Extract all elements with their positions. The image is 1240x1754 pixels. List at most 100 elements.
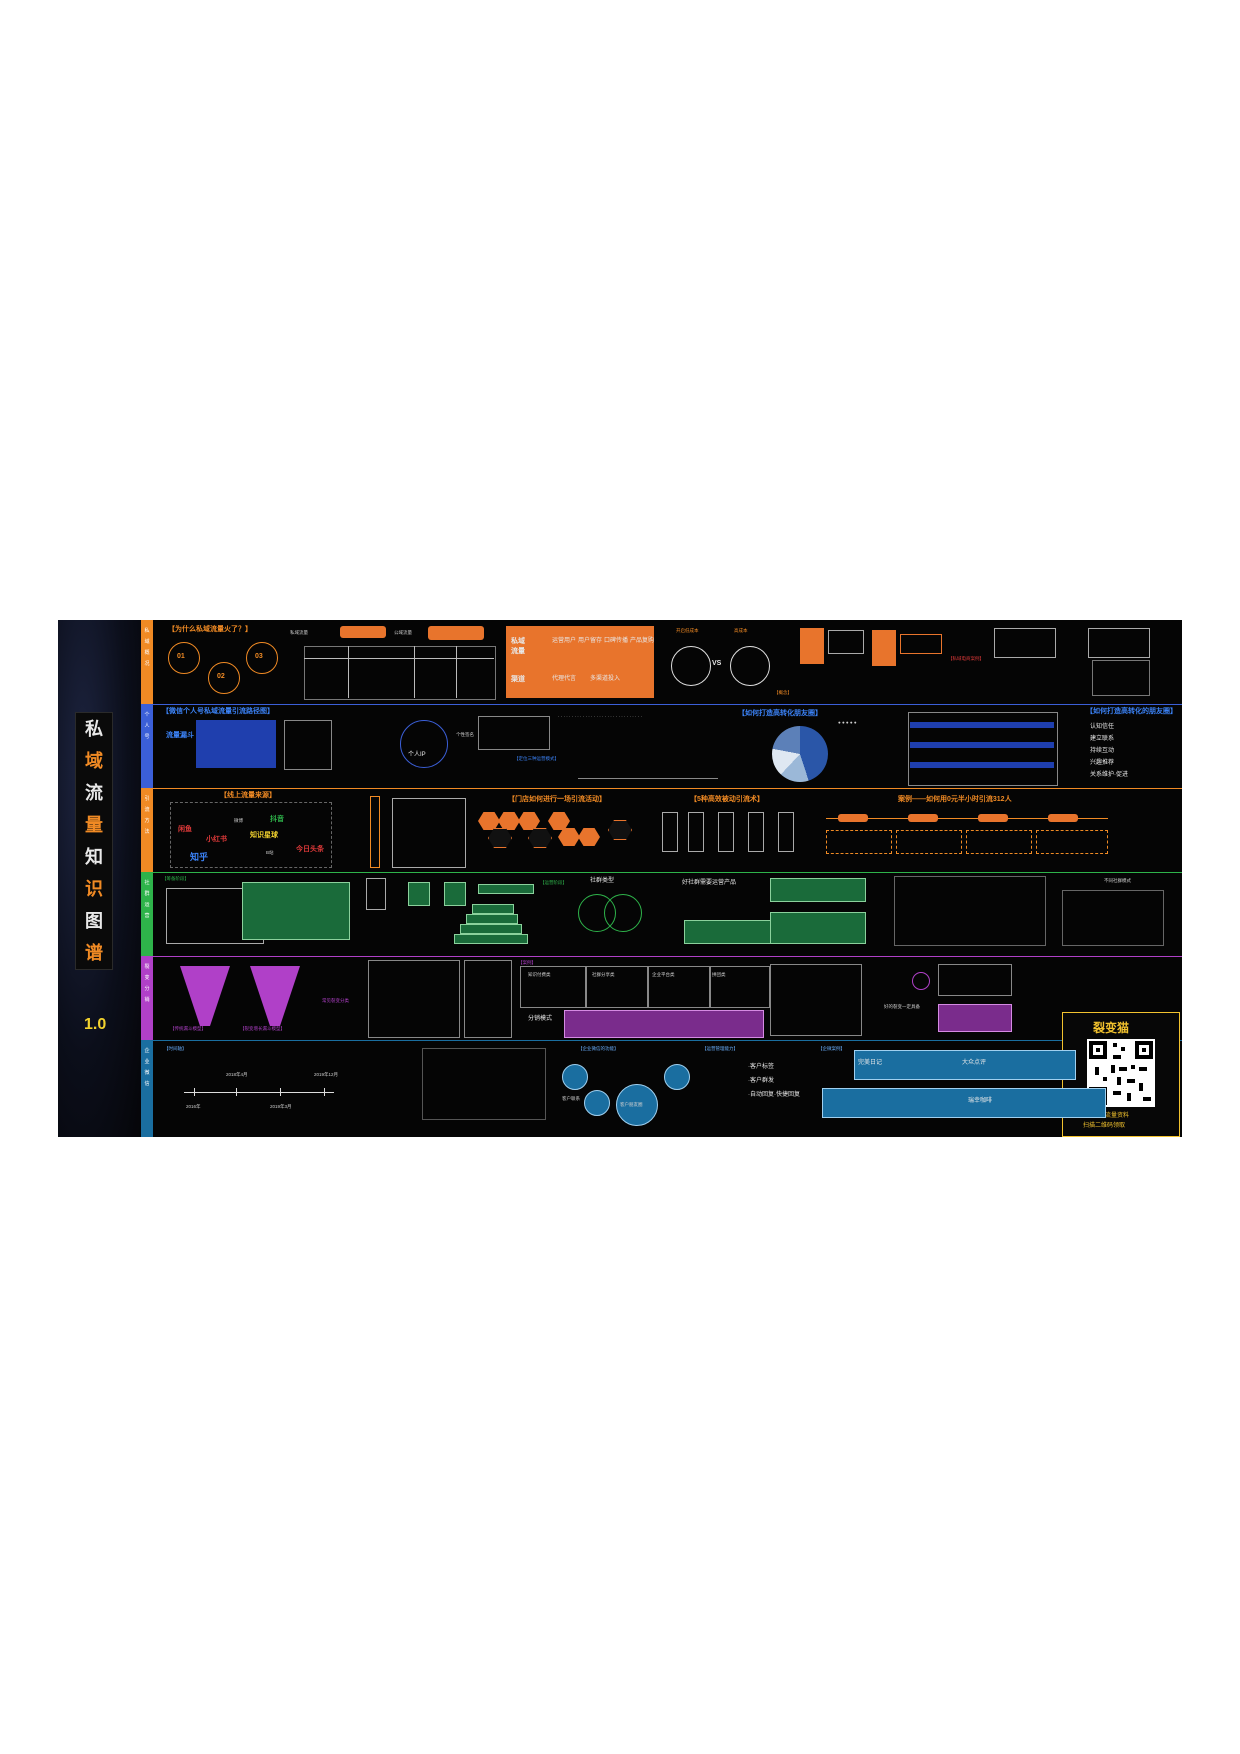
section-label-5: 裂变分销 [144, 964, 150, 1003]
qr-panel: 裂变猫 更多私域流量资料 扫描二维码领取 [1062, 1012, 1180, 1137]
service-3: ·自动回复·快捷回复 [748, 1092, 800, 1098]
step-circle-1 [168, 642, 200, 674]
ip-circle [400, 720, 448, 768]
service-1: ·客户标签 [748, 1064, 774, 1070]
stage-green-card [242, 882, 350, 940]
flow-left-3: 渠道 [511, 676, 525, 683]
private-chip [340, 626, 386, 638]
flow-label: 流量漏斗 [166, 732, 194, 739]
case-1: 完美日记 [858, 1060, 883, 1066]
fission-right: 好的裂变一定具备 [884, 1004, 920, 1009]
bubble-2: 客户朋友圈 [620, 1102, 643, 1107]
private-label: 私域流量 [290, 630, 308, 635]
bullet-4: 兴趣推荐 [1090, 760, 1115, 766]
flow-left-1: 私域 [511, 638, 525, 645]
milestone-2: 2018年4月 [226, 1072, 248, 1077]
personal-title: 【微信个人号私域流量引流路径图】 [162, 708, 274, 715]
ribbon-traffic [141, 788, 153, 872]
step-1: 01 [177, 653, 185, 660]
public-label: 公域流量 [394, 630, 412, 635]
title-char-5: 知 [85, 847, 103, 867]
step-2: 02 [217, 673, 225, 680]
qr-brand: 裂变猫 [1093, 1021, 1130, 1035]
funnel-blue-card [196, 720, 276, 768]
private-brand: 【私域电商案例】 [948, 656, 984, 661]
knowledge-map-poster: 私域流量知识图谱 1.0 【为什么私域流量火了？】 01 02 03 私域流量 … [58, 620, 1182, 1137]
ribbon-overview [141, 620, 153, 704]
title-char-3: 流 [85, 783, 103, 803]
formula-label: 【概念】 [774, 690, 792, 695]
milestone-3: 2019年3月 [270, 1104, 292, 1109]
milestone-4: 2019年12月 [314, 1072, 339, 1077]
platform-zhihu: 知乎 [190, 852, 209, 862]
value-flow-card [506, 626, 654, 698]
platform-bilibili: B站 [266, 850, 274, 855]
step-circle-2 [208, 662, 240, 694]
orange-cell-5: 代理代言 [552, 676, 577, 682]
online-title: 【线上流量来源】 [220, 792, 276, 799]
fission-card-1: 知识付费类 [528, 972, 551, 977]
type-label: 社群类型 [590, 878, 615, 884]
ribbon-fission [141, 956, 153, 1040]
vs-left-caption: 开启低成本 [676, 628, 699, 633]
vs-right-circle [730, 646, 770, 686]
vertical-title: 私域流量知识图谱 [75, 712, 113, 970]
good-community: 好社群需要运营产品 [682, 880, 737, 886]
operate-title: 【运营阶段】 [540, 880, 567, 885]
section-label-6: 企业微信 [144, 1048, 150, 1087]
platform-douyin: 抖音 [270, 816, 284, 823]
milestone-1: 2016年 [186, 1104, 201, 1109]
fission-card-4: 拼团类 [712, 972, 726, 977]
public-chip [428, 626, 484, 640]
ribbon-personal [141, 704, 153, 788]
stage-title: 【筹备阶段】 [162, 876, 189, 881]
platform-weibo: 微博 [234, 818, 243, 823]
concept-card-1 [800, 628, 824, 664]
offline-title: 【门店如何进行一场引流活动】 [508, 796, 606, 803]
vs-text: VS [712, 660, 722, 667]
offline-list [392, 798, 466, 868]
service-2: ·客户群发 [748, 1078, 774, 1084]
case-3: 瑞幸咖啡 [968, 1098, 993, 1104]
step-3: 03 [255, 653, 263, 660]
case-title: 案例——如何用0元半小时引流312人 [898, 796, 1012, 803]
moments-pie [772, 726, 828, 782]
orange-cell-2: 用户留存 [578, 638, 603, 644]
mode-label: 【定位三种运营模式】 [514, 756, 559, 761]
why-title: 【为什么私域流量火了？】 [168, 626, 252, 633]
platform-xhs: 小红书 [206, 836, 227, 843]
ip-center: 个人IP [408, 752, 426, 758]
title-char-4: 量 [85, 815, 103, 835]
title-char-1: 私 [85, 719, 103, 739]
case-2: 大众点评 [962, 1060, 987, 1066]
distribution-mode: 分销模式 [528, 1016, 553, 1022]
bullet-2: 建立联系 [1090, 736, 1115, 742]
title-panel: 私域流量知识图谱 1.0 [58, 620, 141, 1137]
title-char-8: 谱 [85, 943, 103, 963]
fission-card-3: 企业平台类 [652, 972, 675, 977]
title-char-2: 域 [85, 751, 103, 771]
community-modes: 不同社群模式 [1104, 878, 1131, 883]
platform-zsxq: 知识星球 [250, 832, 278, 839]
orange-cell-4: 产品复购 [630, 638, 655, 644]
version-label: 1.0 [84, 1016, 107, 1033]
bullet-3: 持续互动 [1090, 748, 1115, 754]
fission-card-2: 社群分享类 [592, 972, 615, 977]
platform-toutiao: 今日头条 [296, 846, 324, 853]
time-title: 【时间轴】 [164, 1046, 187, 1051]
bubble-1: 客户联系 [562, 1096, 580, 1101]
compare-table [304, 646, 496, 700]
qr-line2: 扫描二维码领取 [1083, 1123, 1126, 1129]
right-funnel: 【裂变增长漏斗模型】 [240, 1026, 285, 1031]
case-row-2 [822, 1088, 1106, 1118]
platform-xianyu: 闲鱼 [178, 826, 192, 833]
case-title-ent: 【企微案例】 [818, 1046, 845, 1051]
platform-cloud [170, 802, 332, 868]
section-label-1: 私域概况 [144, 628, 150, 667]
moments-title: 【如何打造高转化朋友圈】 [738, 710, 822, 717]
concept-card-2 [872, 630, 896, 666]
ip-sub: 个性签名 [456, 732, 474, 737]
fission-types: 常见裂变分类 [322, 998, 349, 1003]
section-label-2: 个人号 [144, 712, 150, 740]
vs-left-circle [671, 646, 711, 686]
